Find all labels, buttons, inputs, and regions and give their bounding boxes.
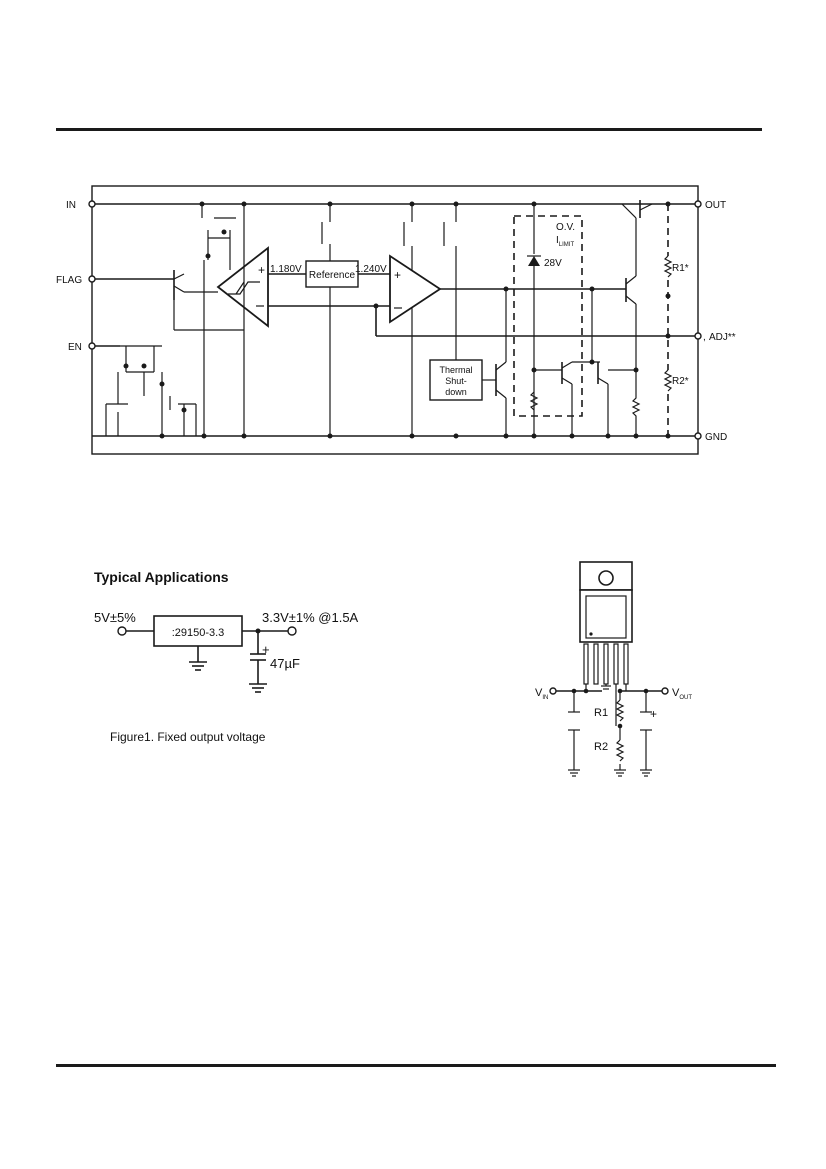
current-limit-pair — [534, 286, 639, 439]
voltage-1180: 1.180V — [270, 264, 302, 275]
pin-en — [88, 342, 96, 350]
top-rule — [56, 128, 762, 131]
voltage-1240: 1.240V — [355, 264, 387, 275]
pin-out — [694, 200, 702, 208]
regulator-ic-label: :29150-3.3 — [172, 627, 225, 639]
adj-vout-label: VOUT — [672, 687, 692, 701]
diagram-frame — [91, 185, 699, 455]
pin-flag — [88, 275, 96, 283]
input-mirror — [199, 201, 247, 270]
thermal-label-3: down — [445, 387, 467, 397]
output-darlington — [621, 200, 653, 370]
label-in: IN — [66, 200, 76, 211]
adj-r1-label: R1 — [594, 707, 608, 719]
ilimit-label: ILIMIT — [556, 235, 574, 248]
r2-star-label: R2* — [672, 376, 689, 387]
thermal-label-2: Shut- — [445, 376, 467, 386]
adj-cap-plus: + — [650, 707, 657, 721]
svg-text:+: + — [258, 263, 265, 277]
r1-star-label: R1* — [672, 263, 689, 274]
adj-r2-label: R2 — [594, 741, 608, 753]
thermal-transistor — [482, 286, 509, 439]
zener-diode — [527, 201, 541, 439]
svg-text:+: + — [394, 268, 401, 282]
enable-mirror-cluster — [105, 260, 207, 439]
pin-adj — [694, 332, 702, 340]
zener-voltage: 28V — [544, 258, 562, 269]
vin-label: 5V±5% — [94, 610, 136, 625]
cap-value-label: 47µF — [270, 656, 300, 671]
typical-applications-heading: Typical Applications — [94, 569, 229, 585]
ov-resistor — [529, 391, 539, 411]
label-flag: FLAG — [56, 275, 82, 286]
thermal-label-1: Thermal — [439, 365, 472, 375]
svg-text:,: , — [703, 332, 706, 343]
adj-vin-terminal — [549, 687, 557, 695]
error-amplifier: + — [389, 254, 626, 324]
label-out: OUT — [705, 200, 726, 211]
label-adj: ADJ** — [709, 332, 736, 343]
ov-ilimit-box — [513, 215, 583, 417]
sense-resistor — [631, 370, 641, 436]
reference-label: Reference — [309, 270, 356, 281]
vout-terminal — [287, 626, 297, 636]
cap-plus: + — [262, 642, 270, 657]
pin-in — [88, 200, 96, 208]
to220-package — [579, 561, 633, 685]
divider-resistors — [663, 201, 673, 439]
adj-vout-terminal — [661, 687, 669, 695]
flag-transistor — [173, 270, 244, 331]
figure1-caption: Figure1. Fixed output voltage — [110, 730, 266, 744]
pin-gnd — [694, 432, 702, 440]
typical-applications: Typical Applications 5V±5% 3.3V±1% @1.5A… — [94, 561, 692, 777]
vout-label: 3.3V±1% @1.5A — [262, 610, 359, 625]
regulator-ic-box — [153, 615, 243, 647]
ov-label: O.V. — [556, 222, 575, 233]
bottom-rule — [56, 1064, 776, 1067]
label-gnd: GND — [705, 432, 727, 443]
adj-vin-label: VIN — [535, 687, 548, 701]
vin-terminal — [117, 626, 127, 636]
label-en: EN — [68, 342, 82, 353]
comparator: + — [216, 244, 269, 439]
block-diagram: + Reference 1.180V 1.240V + Thermal Shut… — [56, 185, 736, 455]
